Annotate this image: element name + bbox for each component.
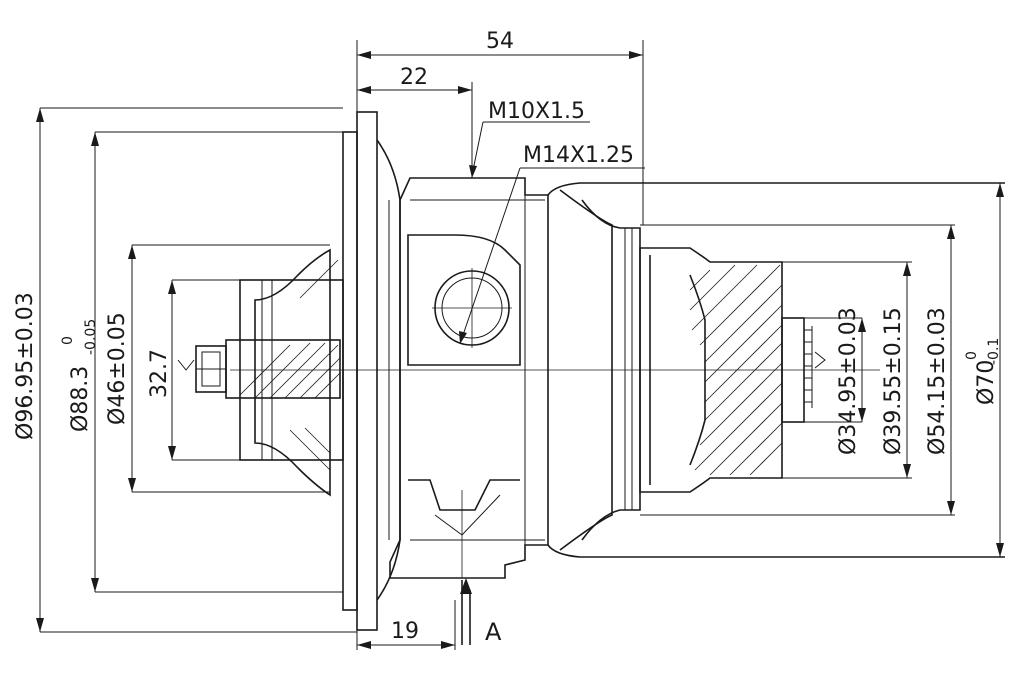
dim-comp-d3: Ø46±0.05 [105,244,330,493]
dim-turb-d1: Ø34.95±0.03 [782,307,866,455]
dim-turb-d4: Ø70 0 -0.1 [964,183,1004,557]
compressor-wheel [225,248,344,497]
turb-d3-label: Ø54.15±0.03 [925,307,950,455]
thread-1-label: M10X1.5 [488,99,585,124]
comp-d1-label: Ø96.95±0.03 [13,292,38,440]
turb-d4-label: Ø70 [974,360,999,405]
compressor-width-label: 22 [400,65,428,90]
dim-comp-d1: Ø96.95±0.03 [13,107,357,633]
dim-compressor-width: 22 [357,65,473,178]
compressor-wheel-hatch [239,259,341,471]
thread-2-label: M14X1.25 [523,143,634,168]
overall-length-label: 54 [486,29,514,54]
comp-d2-tol-upper: 0 [60,336,76,345]
turbine-nut-teeth [804,326,813,408]
shaft-nut [195,345,227,393]
comp-d3-label: Ø46±0.05 [105,312,130,425]
turbine-wheel-hatch [689,264,783,476]
turb-d2-label: Ø39.55±0.15 [881,307,906,455]
callout-thread-1: M10X1.5 [469,99,590,178]
bearing-offset-label: 19 [391,619,419,644]
view-label-a: A [485,618,502,646]
dim-comp-d4: 32.7 [147,279,240,461]
comp-d4-label: 32.7 [147,349,172,398]
compressor-backplate [342,111,401,631]
bearing-housing [389,177,549,579]
dim-comp-d2: Ø88.3 0 -0.05 [60,131,343,593]
turb-d4-tol-upper: 0 [964,351,980,360]
turb-d1-label: Ø34.95±0.03 [836,307,861,455]
turb-d4-tol-lower: -0.1 [986,338,1002,365]
comp-d2-label: Ø88.3 [68,366,93,432]
view-arrow-a: A [460,578,502,646]
dim-bearing-offset: 19 [356,600,456,650]
comp-d2-tol-lower: -0.05 [83,319,99,355]
callout-thread-2: M14X1.25 [459,143,645,344]
dim-overall-length: 54 [356,29,644,225]
dim-turb-d2: Ø39.55±0.15 [710,261,912,479]
dim-turb-d3: Ø54.15±0.03 [640,224,955,516]
